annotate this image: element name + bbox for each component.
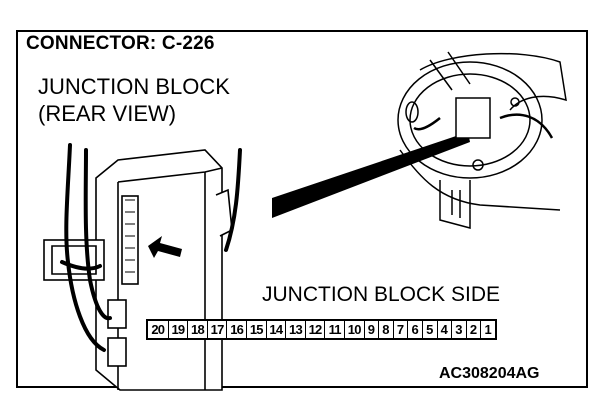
figure-code: AC308204AG xyxy=(439,365,540,382)
pin-15: 15 xyxy=(245,321,266,338)
pin-16: 16 xyxy=(226,321,246,338)
pin-4: 4 xyxy=(436,321,452,338)
pin-13: 13 xyxy=(285,321,305,338)
pin-1: 1 xyxy=(480,321,495,338)
junction-block-side-label: JUNCTION BLOCK SIDE xyxy=(262,283,501,306)
wire-harness xyxy=(60,143,242,352)
pin-17: 17 xyxy=(206,321,227,338)
pin-5: 5 xyxy=(421,321,437,338)
pin-18: 18 xyxy=(187,321,207,338)
pin-9: 9 xyxy=(363,321,379,338)
pin-7: 7 xyxy=(392,321,408,338)
connector-title: CONNECTOR: C-226 xyxy=(26,33,215,54)
pin-20: 20 xyxy=(151,322,165,337)
pin-11: 11 xyxy=(324,321,344,338)
dashboard-drawing xyxy=(397,51,567,229)
pin-10: 10 xyxy=(343,321,364,338)
pin-8: 8 xyxy=(378,321,393,338)
pin-2: 2 xyxy=(465,321,481,338)
junction-block-label-line: JUNCTION BLOCK xyxy=(38,74,230,99)
pin-19: 19 xyxy=(167,321,188,338)
arrow-indicator xyxy=(148,236,182,258)
pin-14: 14 xyxy=(265,321,286,338)
pin-6: 6 xyxy=(407,321,422,338)
rear-view-label: (REAR VIEW) xyxy=(38,101,177,126)
location-pointer xyxy=(272,132,470,218)
pin-3: 3 xyxy=(451,321,466,338)
pin-12: 12 xyxy=(304,321,325,338)
junction-block-drawing xyxy=(43,149,233,391)
junction-block-label: JUNCTION BLOCK (REAR VIEW) xyxy=(38,73,230,127)
